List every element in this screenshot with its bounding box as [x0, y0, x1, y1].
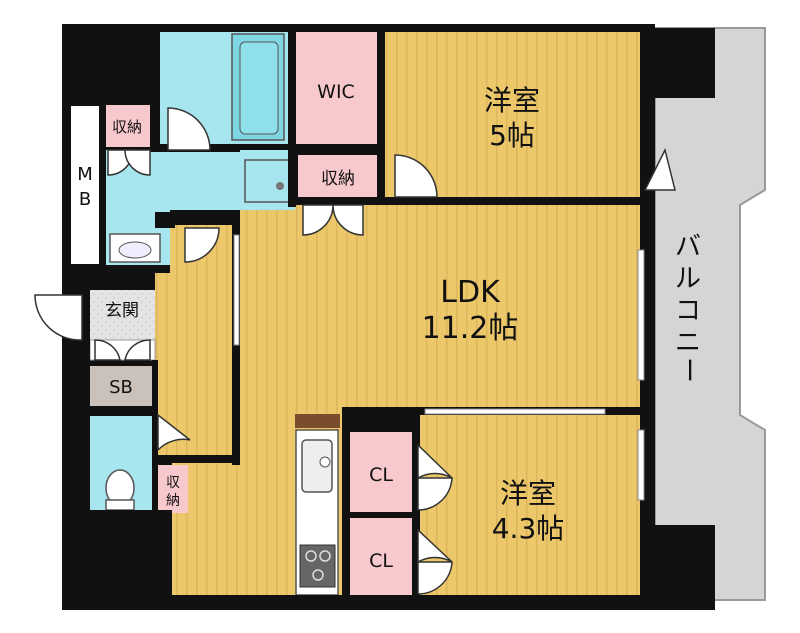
storage-toilet-label-1: 収: [166, 475, 180, 491]
storage-toilet-label-2: 納: [166, 493, 180, 509]
wic-label: WIC: [317, 81, 355, 103]
burner-icon: [305, 550, 317, 562]
window-ldk: [637, 249, 645, 381]
ldk-floor: [240, 205, 640, 407]
toilet-tank-icon: [105, 499, 135, 511]
meter-box: [69, 104, 101, 266]
faucet-icon: [319, 456, 331, 468]
entrance-label: 玄関: [105, 301, 139, 321]
ldk-name: LDK: [440, 275, 501, 310]
closet-lower: [350, 518, 412, 598]
interior-walls: [62, 28, 715, 610]
burner-icon: [312, 569, 324, 581]
western-room-b-size: 4.3帖: [492, 512, 565, 545]
window-room-b: [637, 429, 645, 501]
shoe-box-label: SB: [109, 377, 133, 398]
kitchen-sink-icon: [301, 439, 333, 493]
storage-wash-label: 収納: [112, 118, 142, 136]
balcony-label-2: ル: [675, 264, 701, 294]
drain-icon: [276, 182, 284, 190]
balcony-label-4: ニ: [675, 328, 701, 358]
balcony-label-3: コ: [675, 296, 701, 326]
storage-toilet: [158, 465, 188, 513]
western-room-b-floor: [418, 415, 640, 597]
storage-center: [298, 155, 378, 197]
western-room-a-name: 洋室: [484, 84, 540, 117]
mb-label-b: B: [79, 189, 91, 210]
washing-machine-pan: [244, 159, 291, 203]
closet-upper-label: CL: [369, 464, 393, 486]
burner-icon: [319, 550, 331, 562]
storage-wash: [105, 105, 150, 147]
closet-lower-label: CL: [369, 550, 393, 572]
balcony-label-5: ー: [673, 357, 703, 383]
sliding-door-hall: [233, 234, 240, 346]
sliding-door-room-b: [424, 408, 606, 415]
bathtub-inner: [239, 41, 279, 135]
walk-in-closet: [295, 32, 377, 144]
western-room-a-size: 5帖: [489, 119, 535, 152]
ldk-size: 11.2帖: [422, 311, 519, 346]
entrance-floor: [90, 290, 155, 340]
kitchen-counter-top: [295, 414, 340, 428]
storage-center-label: 収納: [321, 169, 355, 189]
western-room-b-name: 洋室: [500, 477, 556, 510]
balcony-label-1: バ: [675, 232, 701, 262]
balcony-area: [654, 27, 766, 601]
shoe-box: [90, 366, 152, 406]
door-swings: [34, 107, 676, 595]
mb-label-m: M: [77, 164, 93, 185]
sink-bowl-icon: [118, 241, 152, 259]
closet-upper: [350, 432, 412, 512]
